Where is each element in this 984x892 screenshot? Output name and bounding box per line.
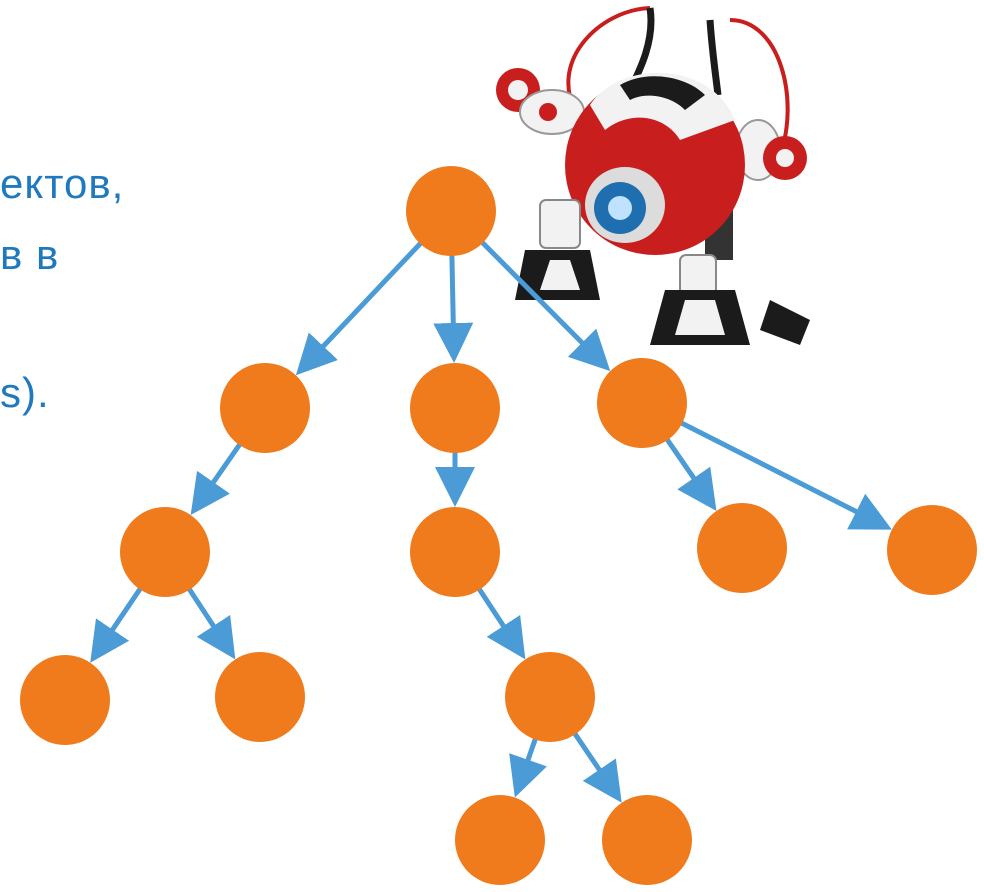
tree-edge-a1-a1a [90, 576, 150, 663]
robot-joint [539, 103, 557, 121]
tree-edge-root-b [433, 242, 474, 364]
robot-visor [620, 76, 705, 110]
text-fragment-2: в в [0, 231, 60, 278]
tree-node-a1a [20, 655, 110, 745]
tree-node-a [220, 363, 310, 453]
robot-joint-cap [776, 149, 794, 167]
tree-edge-b2-b2b [565, 721, 622, 803]
text-fragment-3: s). [0, 369, 50, 416]
tree-node-c2 [887, 505, 977, 595]
robot-joint-cap [508, 80, 528, 100]
tree-edge-c-c2 [668, 415, 892, 530]
tree-node-b2b [602, 795, 692, 885]
tree-node-a1b [215, 652, 305, 742]
tree-node-b2 [505, 652, 595, 742]
robot-foot-plate [675, 300, 725, 335]
robot-icon [496, 6, 810, 345]
robot-cable [566, 6, 651, 111]
tree-node-c [597, 358, 687, 448]
tree-node-b2a [455, 795, 545, 885]
robot-leg [539, 199, 581, 249]
text-fragment-1: ектов, [0, 160, 125, 207]
robot-foot [760, 300, 810, 345]
robot-foot-plate [540, 260, 580, 290]
tree-node-root [406, 166, 496, 256]
tree-edge-root-c [471, 231, 611, 372]
tree-node-b [410, 363, 500, 453]
tree-node-a1 [120, 507, 210, 597]
tree-edge-c-c1 [657, 427, 717, 511]
tree-edge-a-a1 [190, 432, 250, 516]
tree-node-c1 [697, 503, 787, 593]
robot-cable [729, 18, 790, 156]
tree-edge-b1-b2 [470, 576, 526, 660]
tree-edge-root-a [295, 232, 432, 376]
tree-edge-a1-a1b [180, 576, 236, 660]
tree-node-b1 [410, 507, 500, 597]
robot-eye-highlight [608, 196, 632, 220]
robot-antenna [706, 19, 722, 96]
